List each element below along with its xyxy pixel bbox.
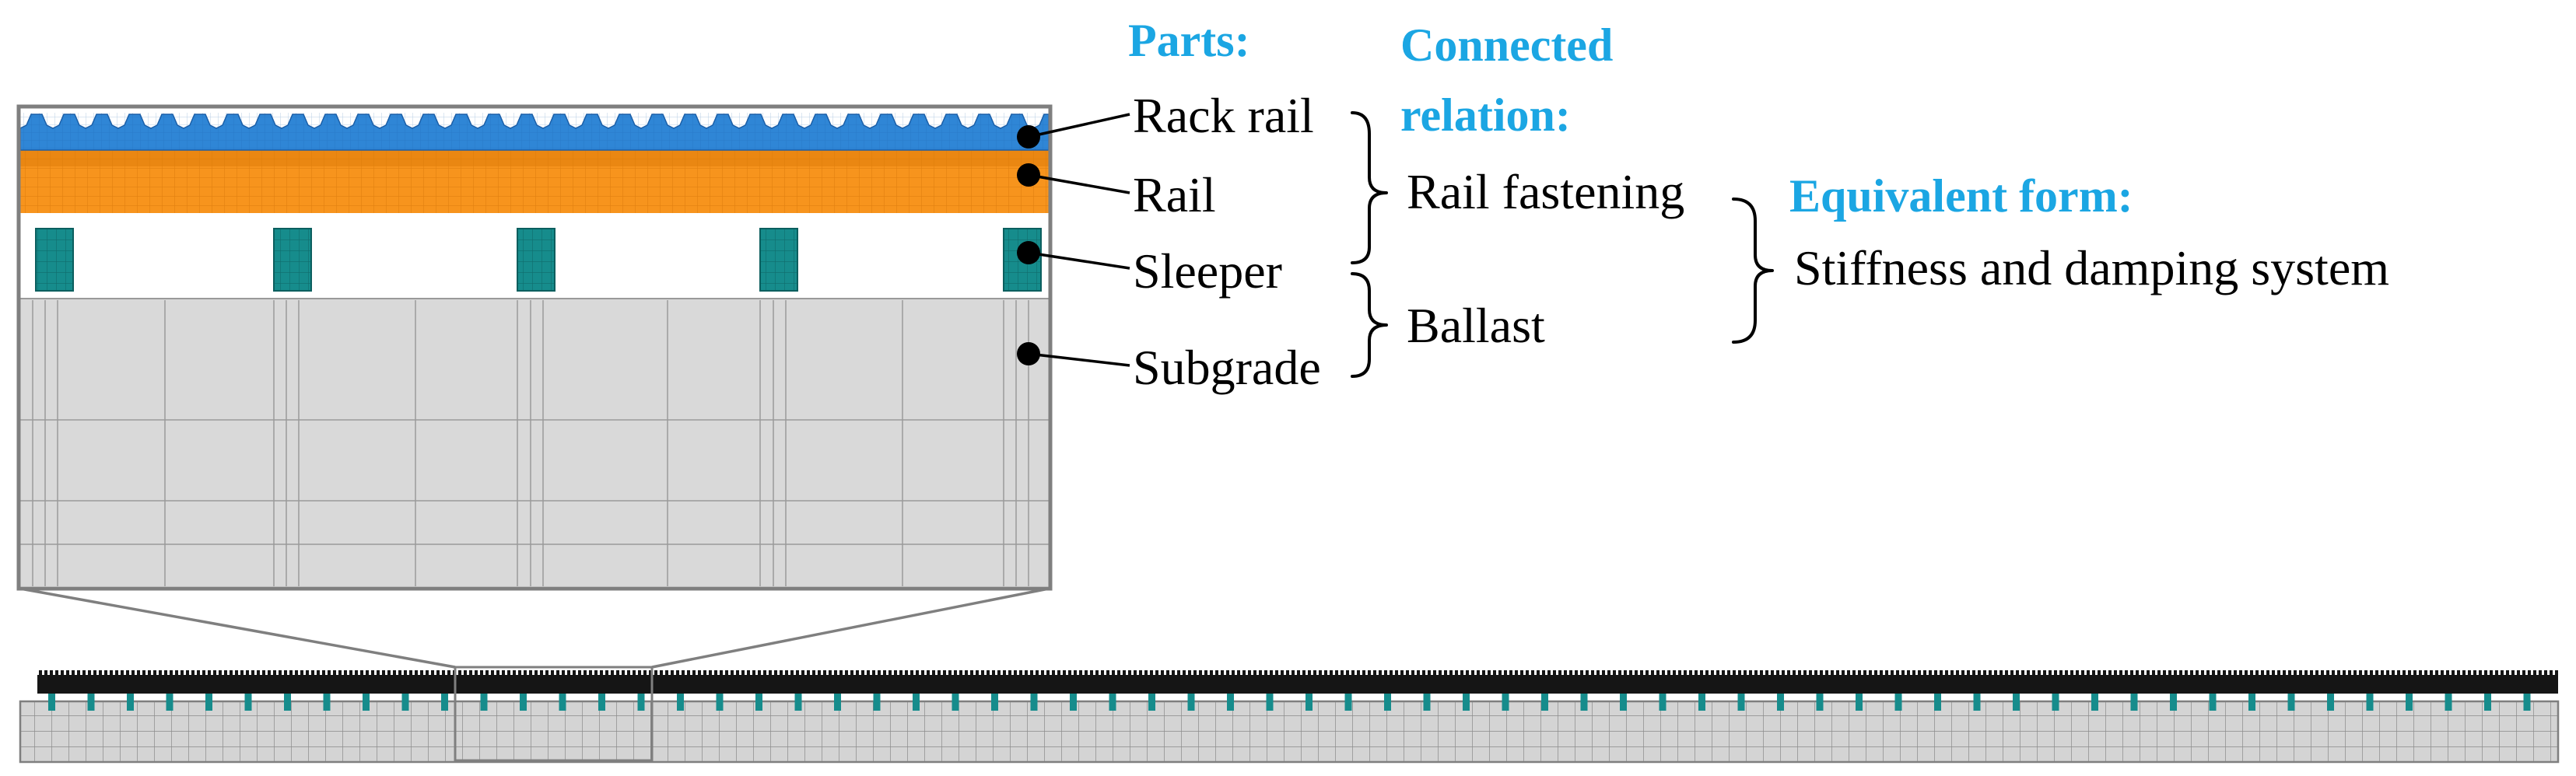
rail-label: Rail xyxy=(1133,167,1216,222)
brace-ballast xyxy=(1351,272,1388,378)
connected-relation-header-line2: relation: xyxy=(1400,89,1571,141)
subgrade-label: Subgrade xyxy=(1133,340,1321,395)
zoom-line-left xyxy=(19,587,456,669)
detail-view xyxy=(16,104,1053,591)
sleeper-label: Sleeper xyxy=(1133,243,1282,299)
subgrade-mesh xyxy=(20,300,1049,586)
zoom-line-right xyxy=(651,587,1050,669)
connected-relation-header-line1: Connected xyxy=(1400,19,1613,71)
brace-equivalent xyxy=(1732,197,1774,344)
brace-rail-fastening xyxy=(1351,111,1388,264)
detail-frame xyxy=(16,104,1053,591)
rail-fastening-label: Rail fastening xyxy=(1407,164,1684,219)
overview-rail xyxy=(37,675,2558,694)
ballast-label: Ballast xyxy=(1407,298,1545,353)
leader-lines xyxy=(1028,113,1130,367)
zoom-window xyxy=(454,666,654,762)
equivalent-form-header: Equivalent form: xyxy=(1789,170,2133,222)
leader-dots xyxy=(1017,125,1040,365)
parts-header: Parts: xyxy=(1128,15,1250,66)
stiffness-damping-label: Stiffness and damping system xyxy=(1794,240,2389,295)
sleeper-blocks xyxy=(35,228,1042,292)
subgrade-block xyxy=(20,299,1049,586)
overview-model xyxy=(19,666,2560,764)
rack-rail-label: Rack rail xyxy=(1133,88,1314,143)
